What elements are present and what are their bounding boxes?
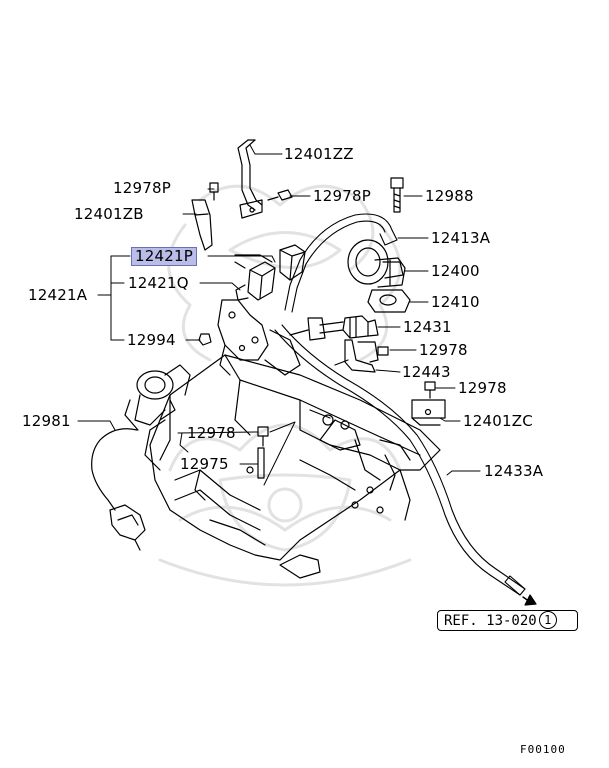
bolt-12978-lower: [257, 426, 269, 447]
label-12975[interactable]: 12975: [180, 455, 229, 473]
bracket-12401ZB: [191, 199, 213, 251]
label-12421Q[interactable]: 12421Q: [128, 274, 189, 292]
label-12978P-right[interactable]: 12978P: [313, 187, 371, 205]
label-12431[interactable]: 12431: [403, 318, 452, 336]
reference-text: REF. 13-020: [444, 613, 537, 629]
label-12421P-selected[interactable]: 12421P: [131, 247, 197, 266]
label-12978P-left[interactable]: 12978P: [113, 179, 171, 197]
label-12443[interactable]: 12443: [402, 363, 451, 381]
reference-arrow: [522, 594, 537, 606]
solenoid-valves: [217, 244, 306, 376]
vacuum-hose-12433A: [274, 324, 526, 596]
intake-manifold: [144, 354, 441, 579]
throttle-body: [124, 364, 191, 431]
bolt-12994: [198, 333, 212, 346]
bracket-12401ZZ: [237, 139, 263, 219]
bolt-12978P-right: [267, 189, 293, 201]
vacuum-hose-12413A: [284, 213, 398, 313]
label-12994[interactable]: 12994: [127, 331, 176, 349]
label-12400[interactable]: 12400: [431, 262, 480, 280]
bolt-12978-mid: [377, 346, 389, 356]
bracket-12443: [334, 339, 379, 373]
label-12978-right[interactable]: 12978: [458, 379, 507, 397]
label-12413A[interactable]: 12413A: [431, 229, 491, 247]
figure-code: F00100: [520, 743, 566, 756]
bolt-12978-right: [424, 381, 436, 399]
label-12988[interactable]: 12988: [425, 187, 474, 205]
reference-circle-number: 1: [538, 611, 557, 629]
bolt-12988: [390, 177, 404, 213]
bracket-12401ZC: [411, 399, 446, 426]
hanger-12975: [257, 447, 265, 479]
leader-lines: [77, 144, 481, 486]
label-12401ZZ[interactable]: 12401ZZ: [284, 145, 354, 163]
label-12401ZB[interactable]: 12401ZB: [74, 205, 144, 223]
bracket-12410: [367, 289, 411, 313]
label-12981[interactable]: 12981: [22, 412, 71, 430]
label-12410[interactable]: 12410: [431, 293, 480, 311]
valve-12431: [289, 315, 379, 341]
label-12978-lower[interactable]: 12978: [187, 424, 236, 442]
label-12421A[interactable]: 12421A: [28, 286, 88, 304]
label-12978-mid[interactable]: 12978: [419, 341, 468, 359]
label-12401ZC[interactable]: 12401ZC: [463, 412, 533, 430]
valve-12400: [347, 239, 406, 288]
sensor-12981: [91, 428, 146, 551]
bolt-12978P-top: [209, 182, 219, 201]
watermark-emblem: [158, 184, 412, 587]
label-12433A[interactable]: 12433A: [484, 462, 544, 480]
